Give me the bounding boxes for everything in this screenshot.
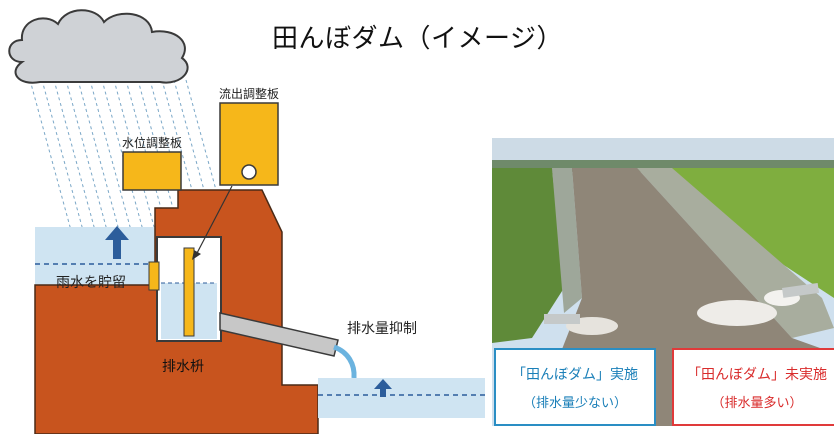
label-water-level-plate: 水位調整板 xyxy=(122,136,183,150)
caption-not-implemented: 「田んぼダム」未実施 （排水量多い） xyxy=(672,348,834,426)
caption-not-implemented-note: （排水量多い） xyxy=(711,395,803,411)
label-drain-suppression: 排水量抑制 xyxy=(347,321,417,337)
caption-implemented: 「田んぼダム」実施 （排水量少ない） xyxy=(494,348,656,426)
up-arrow-icon xyxy=(374,379,392,397)
water-level-plate xyxy=(122,151,182,191)
outflow-plate-installed xyxy=(183,247,195,337)
pointer-arrow xyxy=(195,185,233,256)
paddy-water xyxy=(35,227,160,285)
page-title: 田んぼダム（イメージ） xyxy=(272,24,563,54)
cloud-icon xyxy=(8,9,189,84)
label-outflow-plate: 流出調整板 xyxy=(219,87,280,101)
canal-photo: 「田んぼダム」実施 （排水量少ない） 「田んぼダム」未実施 （排水量多い） xyxy=(492,138,834,426)
caption-not-implemented-title: 「田んぼダム」未実施 xyxy=(687,366,827,383)
channel-water xyxy=(318,378,485,418)
caption-implemented-note: （排水量少ない） xyxy=(522,395,627,411)
outflow-stream xyxy=(333,344,357,379)
up-arrow-icon xyxy=(105,226,129,259)
label-rain-storage: 雨水を貯留 xyxy=(56,275,126,291)
water-level-plate-installed xyxy=(148,261,160,291)
label-drain-box: 排水枡 xyxy=(162,359,204,375)
rice-paddy-dam-diagram xyxy=(8,9,485,434)
caption-implemented-title: 「田んぼダム」実施 xyxy=(512,366,638,383)
outflow-plate-hole xyxy=(241,164,257,180)
drain-pipe xyxy=(219,312,339,357)
